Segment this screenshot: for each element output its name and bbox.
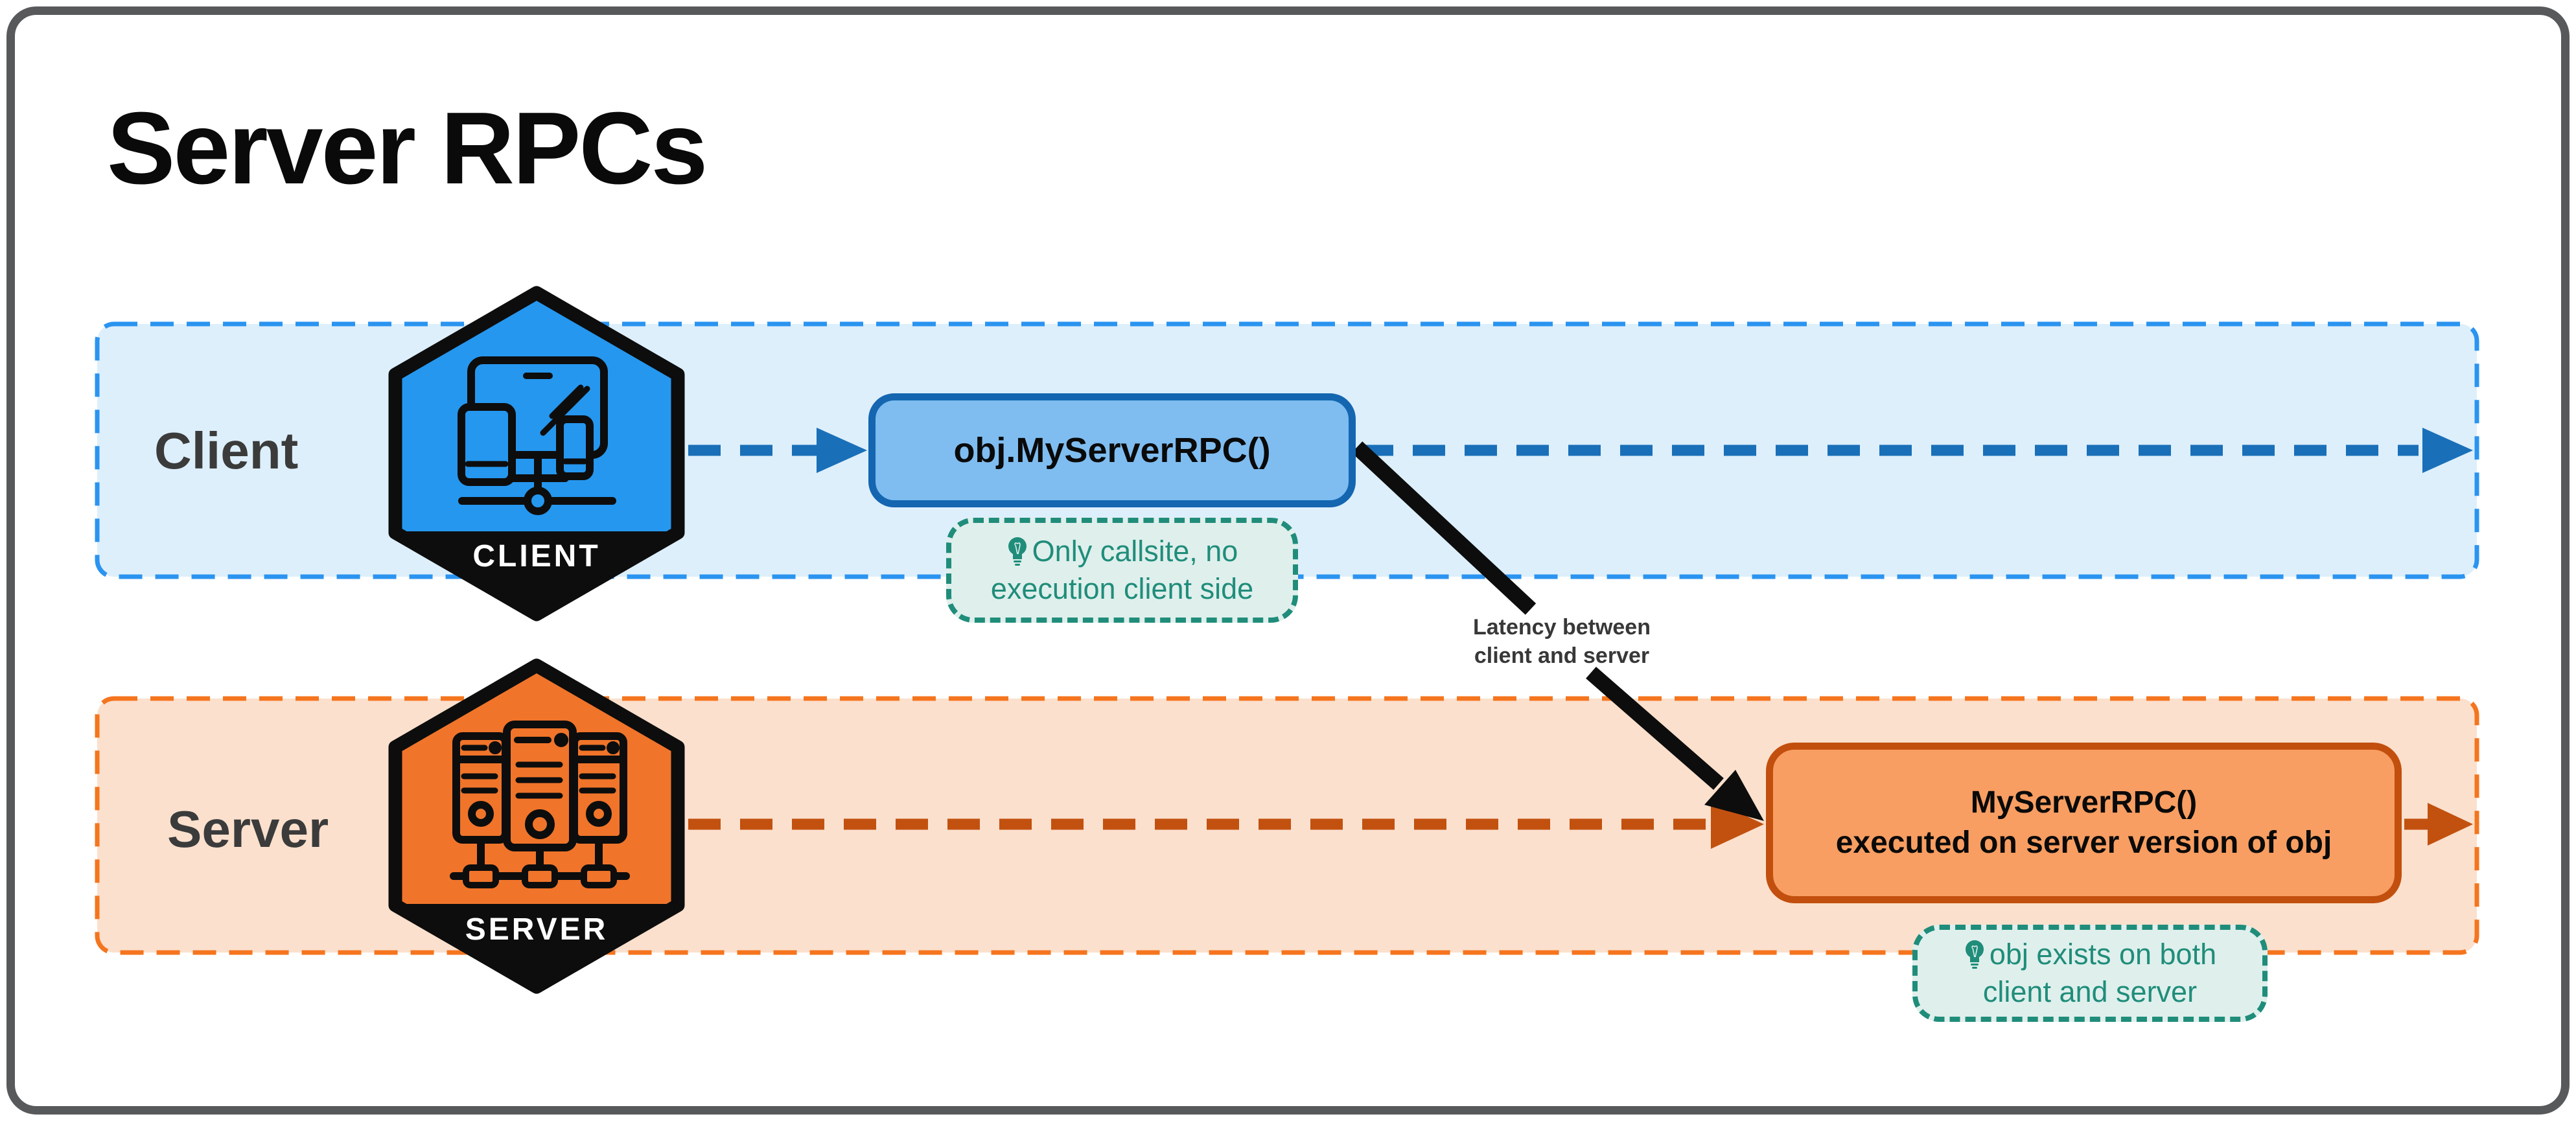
client-flow-arrowhead-into-box <box>817 428 867 473</box>
server-exec-node: MyServerRPC() executed on server version… <box>1766 743 2402 903</box>
server-exec-label-line1: MyServerRPC() <box>1970 785 2198 820</box>
server-tip-text-line2: client and server <box>1982 975 2198 1008</box>
server-tip-callout: obj exists on both client and server <box>1912 925 2268 1022</box>
server-flow-line <box>688 800 2473 849</box>
lightbulb-icon <box>1964 939 1986 970</box>
client-devices-icon <box>458 356 616 515</box>
client-tip-callout: Only callsite, no execution client side <box>946 518 1298 623</box>
server-flow-arrowhead-end <box>2428 803 2473 846</box>
server-hexagon-badge: SERVER <box>388 658 685 994</box>
latency-label-line2: client and server <box>1474 643 1650 668</box>
latency-label-line1: Latency between <box>1473 615 1651 640</box>
client-call-node: obj.MyServerRPC() <box>868 393 1356 507</box>
server-racks-icon <box>450 721 630 888</box>
client-lane-label: Client <box>154 422 299 480</box>
client-tip-text-line1: Only callsite, no <box>1032 535 1238 568</box>
server-lane-label: Server <box>167 800 329 858</box>
client-tip-text-line2: execution client side <box>990 572 1254 605</box>
latency-arrow <box>1351 441 1764 821</box>
client-badge-label: CLIENT <box>472 539 600 573</box>
latency-label: Latency between client and server <box>1416 613 1708 670</box>
client-call-label: obj.MyServerRPC() <box>953 431 1271 470</box>
server-flow-arrowhead-into-box <box>1711 800 1764 849</box>
client-flow-arrowhead-end <box>2422 428 2473 473</box>
lightbulb-icon <box>1006 536 1028 567</box>
server-exec-label-line2: executed on server version of obj <box>1835 826 2332 860</box>
server-badge-label: SERVER <box>465 912 609 947</box>
server-tip-text-line1: obj exists on both <box>1989 938 2217 971</box>
page-title: Server RPCs <box>107 91 708 205</box>
latency-arrowhead <box>1704 770 1764 821</box>
client-flow-line <box>688 428 2473 473</box>
